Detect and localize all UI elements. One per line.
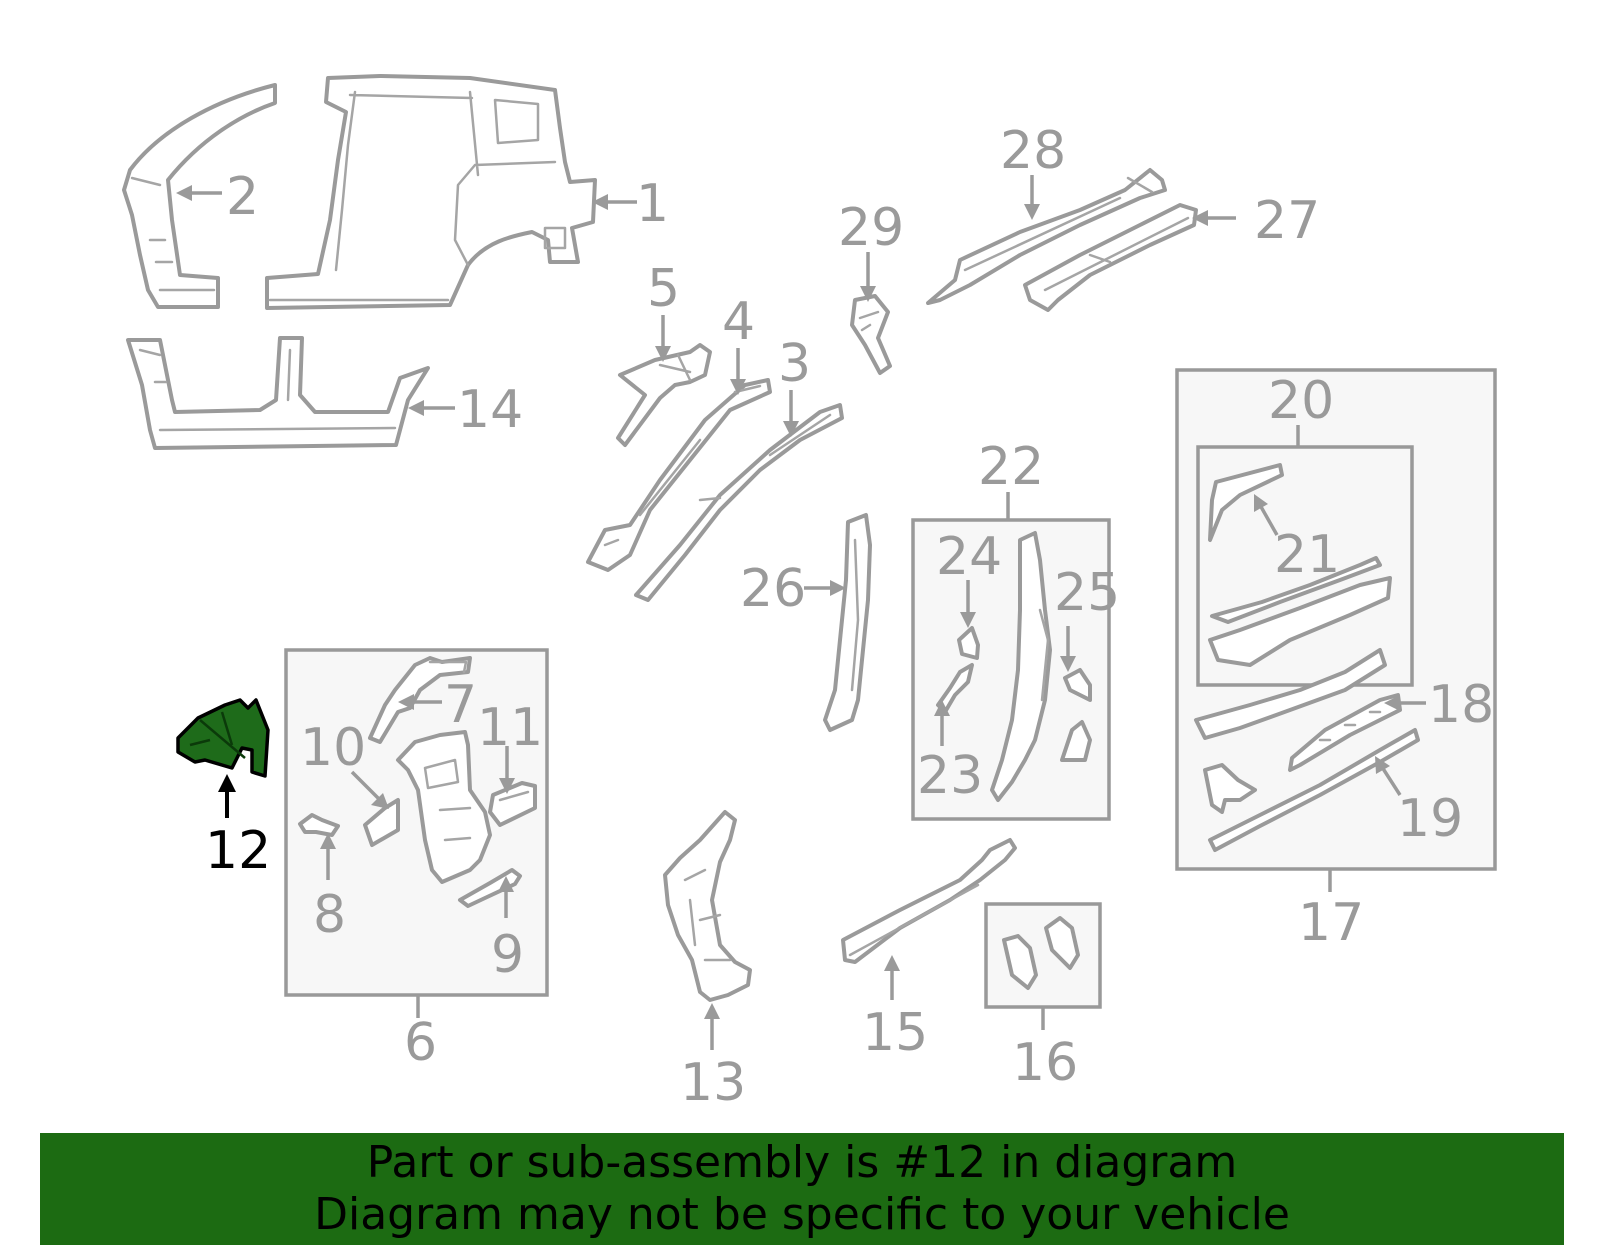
parts-diagram: 1 2 3 4 5 6 7 8 9 10 11 12 13 14 15 16 1… <box>122 74 1497 1113</box>
part-21-bracket <box>1208 463 1284 542</box>
callout-4[interactable]: 4 <box>722 292 755 352</box>
leader-12 <box>218 774 236 818</box>
callout-27[interactable]: 27 <box>1254 191 1320 251</box>
part-14-rocker-panel <box>126 336 430 450</box>
part-23-bracket <box>936 663 974 714</box>
callout-24[interactable]: 24 <box>936 527 1002 587</box>
callout-10[interactable]: 10 <box>300 718 366 778</box>
banner-line-disclaimer: Diagram may not be specific to your vehi… <box>314 1189 1290 1240</box>
callout-16[interactable]: 16 <box>1012 1033 1078 1093</box>
part-13-pillar-lower <box>663 810 752 1002</box>
part-11-bracket <box>488 781 537 827</box>
callout-20[interactable]: 20 <box>1268 371 1334 431</box>
leader-lines <box>176 175 1426 1050</box>
part-7-bracket <box>368 656 472 744</box>
callout-21[interactable]: 21 <box>1274 525 1340 585</box>
part-5-reinforcement <box>616 343 712 447</box>
callout-3[interactable]: 3 <box>778 334 811 394</box>
part-17-rails <box>1194 648 1387 814</box>
callout-19[interactable]: 19 <box>1397 789 1463 849</box>
group-box-16 <box>984 902 1102 1009</box>
part-29-bracket <box>850 294 892 375</box>
part-12-highlighted[interactable] <box>176 698 270 778</box>
callout-9[interactable]: 9 <box>491 925 524 985</box>
callout-12[interactable]: 12 <box>205 821 271 881</box>
part-15-sill-inner <box>841 838 1017 964</box>
callout-14[interactable]: 14 <box>457 380 523 440</box>
callout-8[interactable]: 8 <box>313 885 346 945</box>
callout-22[interactable]: 22 <box>978 437 1044 497</box>
info-banner: Part or sub-assembly is #12 in diagram D… <box>40 1133 1564 1245</box>
callout-7[interactable]: 7 <box>444 675 477 735</box>
banner-line-part: Part or sub-assembly is #12 in diagram <box>366 1137 1238 1188</box>
callout-26[interactable]: 26 <box>740 559 806 619</box>
callout-25[interactable]: 25 <box>1054 563 1120 623</box>
callout-6[interactable]: 6 <box>404 1013 437 1073</box>
callout-5[interactable]: 5 <box>647 259 680 319</box>
part-8-clip <box>298 813 340 837</box>
callout-13[interactable]: 13 <box>680 1053 746 1113</box>
part-25-bracket <box>1060 668 1092 762</box>
part-10-bracket <box>363 798 400 847</box>
callout-29[interactable]: 29 <box>838 198 904 258</box>
part-19-rail <box>1208 728 1420 852</box>
part-20-rails <box>1208 556 1392 667</box>
part-28-roof-bow <box>926 168 1167 305</box>
part-6-pillar-inner <box>396 730 492 884</box>
callout-23[interactable]: 23 <box>917 746 983 806</box>
part-24-bracket <box>957 626 980 660</box>
callout-28[interactable]: 28 <box>1000 121 1066 181</box>
callout-11[interactable]: 11 <box>477 698 543 758</box>
part-3-roof-rail-outer <box>634 403 844 602</box>
part-27-roof-bow-rear <box>1023 203 1198 312</box>
part-2-front-body-side <box>122 83 277 309</box>
callout-1[interactable]: 1 <box>636 174 669 234</box>
callout-17[interactable]: 17 <box>1298 893 1364 953</box>
part-22-b-pillar-inner <box>990 531 1052 802</box>
part-16-brackets <box>1002 916 1080 990</box>
callout-2[interactable]: 2 <box>226 167 259 227</box>
callout-15[interactable]: 15 <box>862 1003 928 1063</box>
callout-18[interactable]: 18 <box>1428 675 1494 735</box>
part-1-rear-body-side <box>265 74 597 310</box>
part-26-b-pillar <box>823 513 872 732</box>
